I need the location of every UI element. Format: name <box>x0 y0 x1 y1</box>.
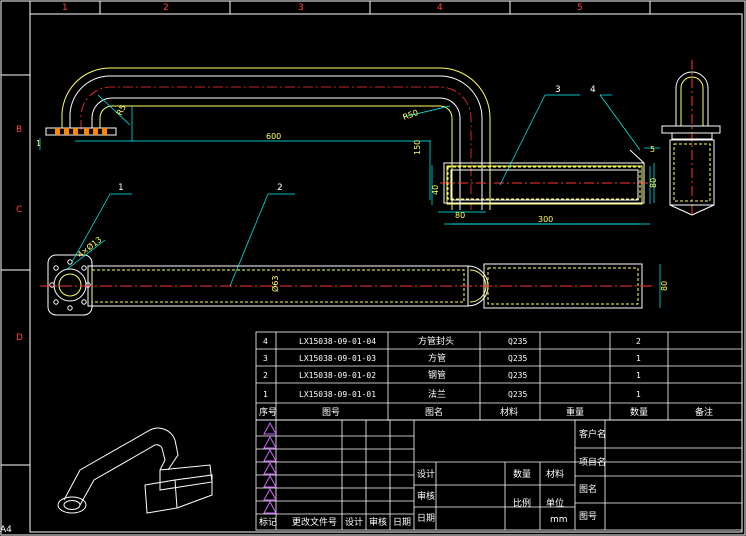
mid-quantity: 数量 <box>513 468 531 480</box>
part-row-4-name: 法兰 <box>428 388 446 400</box>
side-view-dims <box>452 166 651 225</box>
part-row-2-material: Q235 <box>508 354 527 363</box>
front-view-pipe <box>40 263 655 309</box>
sign-design: 设计 <box>417 468 435 480</box>
part-row-3-qty: 1 <box>636 371 641 380</box>
dim-40: 40 <box>431 185 440 195</box>
front-dim-dia: Ø63 <box>270 276 280 292</box>
rev-header-design: 设计 <box>345 516 363 528</box>
side-leader-4: 4 <box>590 85 596 95</box>
part-row-4-material: Q235 <box>508 390 527 399</box>
zone-letter-c: C <box>16 205 22 215</box>
header-seq: 序号 <box>259 406 277 418</box>
side-dim-80: 80 <box>649 178 658 188</box>
part-row-4-no: 1 <box>263 390 268 399</box>
part-row-3-code: LX15038-09-01-02 <box>299 371 376 380</box>
part-row-3-no: 2 <box>263 371 268 380</box>
top-view-flange <box>45 127 117 136</box>
part-row-2-name: 方管 <box>428 352 446 364</box>
part-row-1-no: 4 <box>263 337 268 346</box>
rev-header-file: 更改文件号 <box>292 516 337 528</box>
zone-letter-d: D <box>16 333 23 343</box>
rev-header-review: 审核 <box>369 516 387 528</box>
zone-number-1: 1 <box>62 3 68 13</box>
front-view-leaders <box>65 193 661 308</box>
inner-frame <box>29 13 743 533</box>
mid-unit: 单位 <box>546 497 564 509</box>
sign-date: 日期 <box>417 513 435 524</box>
mid-unit-value: mm <box>550 515 568 525</box>
part-row-3-material: Q235 <box>508 371 527 380</box>
rev-header-date: 日期 <box>393 517 411 528</box>
parts-list-grid <box>255 331 743 421</box>
front-leader-2: 2 <box>277 183 283 193</box>
dim-600: 600 <box>266 132 281 141</box>
side-view-box <box>446 149 645 205</box>
top-view-box <box>440 162 650 204</box>
dim-1: 1 <box>36 139 41 148</box>
right-number: 图号 <box>579 511 597 522</box>
front-dim-80: 80 <box>660 281 669 291</box>
dim-150: 150 <box>413 140 422 155</box>
part-row-1-code: LX15038-09-01-04 <box>299 337 376 346</box>
part-row-4-code: LX15038-09-01-01 <box>299 390 376 399</box>
dim-80: 80 <box>455 211 465 220</box>
part-row-4-qty: 1 <box>636 390 641 399</box>
revision-triangles <box>263 421 277 514</box>
front-dim-holes: 4×Ø13 <box>75 234 103 259</box>
isometric-view <box>57 427 213 514</box>
right-customer: 客户名 <box>579 428 606 440</box>
title-block-grid <box>255 419 743 531</box>
part-row-3-name: 钢管 <box>428 369 446 381</box>
right-name: 图名 <box>579 483 597 495</box>
part-row-2-code: LX15038-09-01-03 <box>299 354 376 363</box>
part-row-1-name: 方管封头 <box>418 335 454 347</box>
side-dim-5: 5 <box>650 145 655 154</box>
zone-ticks-left <box>1 74 30 466</box>
sheet-size-mark: A4 <box>0 525 12 535</box>
side-leader-3: 3 <box>555 85 561 95</box>
dim-r50: R50 <box>402 108 420 122</box>
front-leader-1: 1 <box>118 183 124 193</box>
zone-number-4: 4 <box>437 3 443 13</box>
side-view-leaders <box>499 94 641 186</box>
zone-number-3: 3 <box>298 3 304 13</box>
zone-number-5: 5 <box>577 3 583 13</box>
zone-ticks-top <box>29 1 651 14</box>
header-drawing-name: 图名 <box>425 406 443 418</box>
sign-review: 审核 <box>417 490 435 502</box>
end-view <box>661 60 721 216</box>
part-row-1-qty: 2 <box>636 337 641 346</box>
header-remark: 备注 <box>695 406 713 418</box>
dim-r5: R5 <box>115 103 128 117</box>
part-row-1-material: Q235 <box>508 337 527 346</box>
header-material: 材料 <box>500 406 518 418</box>
mid-scale: 比例 <box>513 497 531 509</box>
part-row-2-qty: 1 <box>636 354 641 363</box>
mid-material: 材料 <box>546 468 564 480</box>
part-row-2-no: 3 <box>263 354 268 363</box>
top-view-pipe <box>61 67 491 210</box>
front-view-flange <box>47 254 93 316</box>
header-drawing-no: 图号 <box>322 407 340 418</box>
zone-letter-b: B <box>16 125 22 135</box>
header-quantity: 数量 <box>630 406 648 418</box>
top-view-dimensions <box>39 94 660 225</box>
right-project: 项目名 <box>579 456 606 468</box>
side-dim-300: 300 <box>538 215 553 224</box>
header-weight: 重量 <box>566 406 584 418</box>
rev-header-mark: 标记 <box>259 516 277 528</box>
zone-number-2: 2 <box>163 3 169 13</box>
